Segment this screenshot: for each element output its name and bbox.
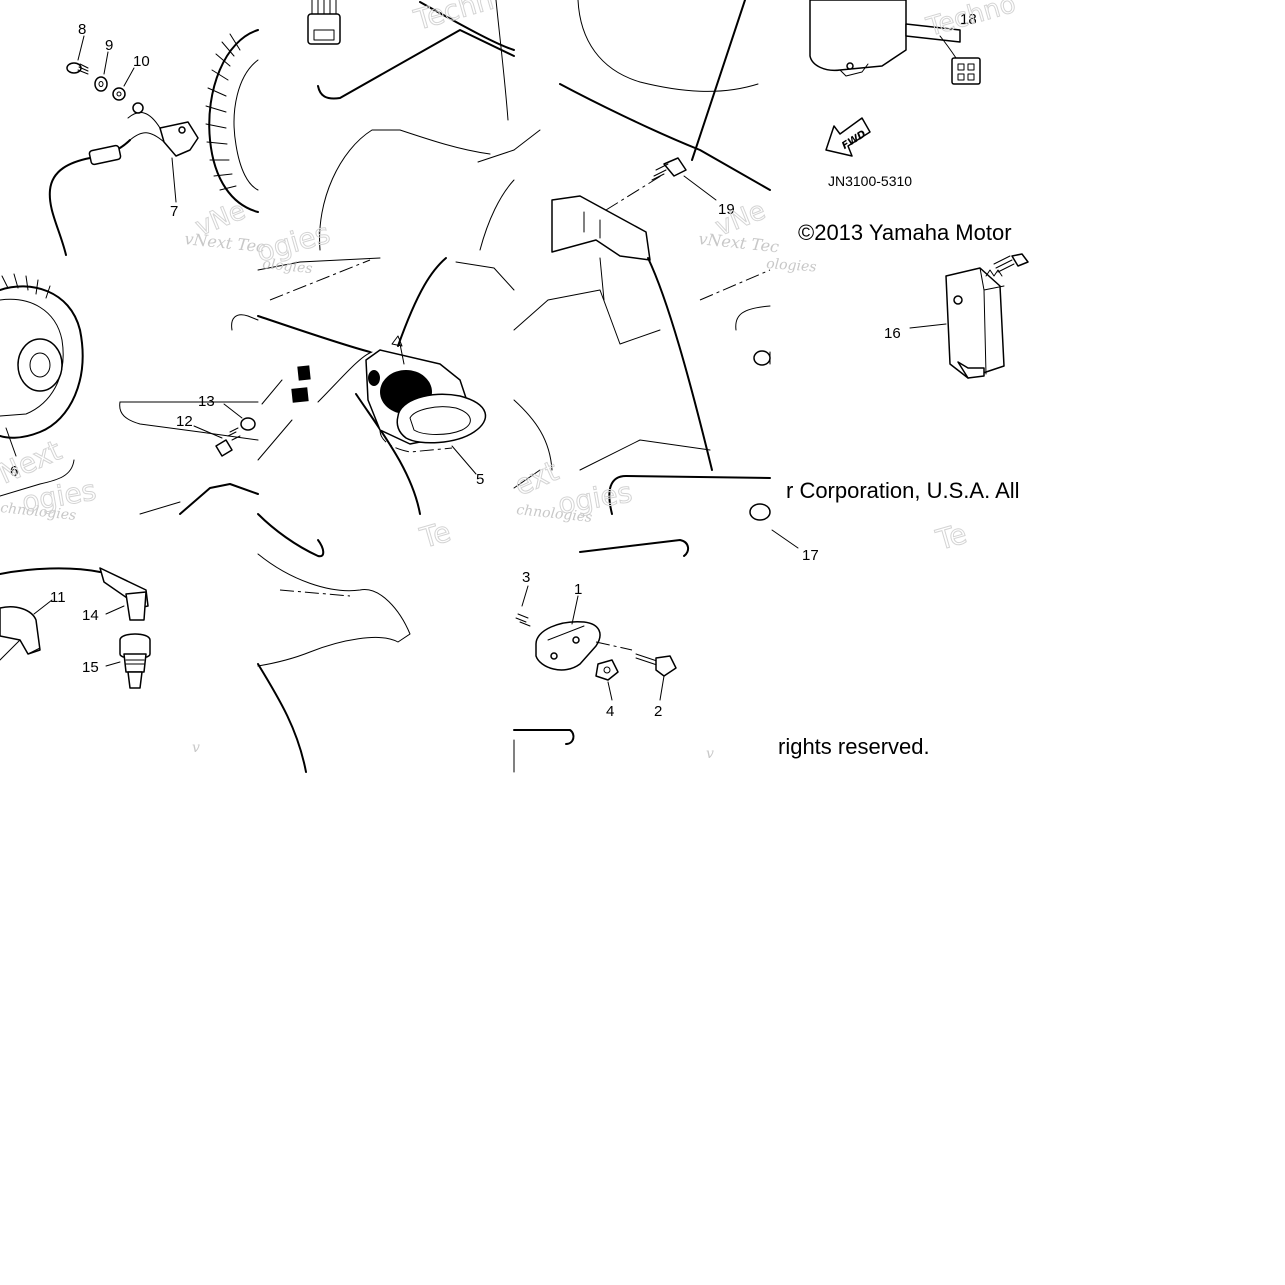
callout-17: 17 xyxy=(802,547,819,564)
grommet-assembly xyxy=(365,335,487,453)
plate-1 xyxy=(535,595,601,671)
tile-r0-c2: 19 vNext Tec vNe xyxy=(513,0,780,261)
watermark-v: v xyxy=(192,740,200,756)
watermark-ext-outline: ext xyxy=(509,454,563,502)
watermark-chnologies-2: chnologies xyxy=(516,502,593,526)
cdi-unit-18 xyxy=(809,0,981,85)
callout-13: 13 xyxy=(198,393,215,410)
tile-r0-c1: Techn xyxy=(307,0,515,251)
bolt-2 xyxy=(595,641,677,701)
diagram-code: JN3100-5310 xyxy=(828,173,912,189)
callout-8: 8 xyxy=(78,21,86,38)
nut-17 xyxy=(749,503,799,549)
watermark-v-2: v xyxy=(706,746,714,762)
tile-r0-c3: 18 Techno FWD JN3100-5310 ©2013 Yamaha M… xyxy=(798,0,1020,245)
callout-15: 15 xyxy=(82,659,99,676)
callout-11: 11 xyxy=(50,589,66,606)
copyright-line-2: r Corporation, U.S.A. All xyxy=(786,478,1020,503)
tile-r1-c0: 13 12 6 chnologies Next ogies xyxy=(0,273,259,524)
watermark-te-outline: Te xyxy=(416,515,454,555)
callout-6: 6 xyxy=(10,463,18,480)
callout-16: 16 xyxy=(884,325,901,342)
callout-19: 19 xyxy=(718,201,735,218)
bolt-3 xyxy=(515,585,531,627)
bolt-19 xyxy=(651,157,717,201)
callout-10: 10 xyxy=(133,53,150,70)
tile-r2-c3: 17 Te rights reserved. xyxy=(749,503,971,759)
nut-right xyxy=(753,350,771,366)
watermark-ologies: ologies xyxy=(262,256,314,277)
callout-9: 9 xyxy=(105,37,113,54)
watermark-ologies-2: ologies xyxy=(766,256,817,275)
tile-r1-c2: ologies ext ogies chnologies xyxy=(509,256,817,526)
tile-r1-c1: 5 ogies ologies xyxy=(252,216,515,515)
rectifier-16 xyxy=(945,267,1005,379)
callout-4: 4 xyxy=(606,703,614,720)
screw-12 xyxy=(193,425,241,457)
watermark-tech-outline: Techn xyxy=(410,0,497,37)
callout-14: 14 xyxy=(82,607,99,624)
nut-13 xyxy=(223,403,256,431)
callout-2: 2 xyxy=(654,703,662,720)
tile-r0-c0: 8 9 10 7 vNext Tec vNe xyxy=(48,21,266,256)
bracket-lower xyxy=(551,195,651,261)
copyright-line-1: ©2013 Yamaha Motor xyxy=(798,220,1012,245)
callout-3: 3 xyxy=(522,569,530,586)
watermark-logies-outline: ogies xyxy=(19,473,98,518)
tile-r2-c0: 11 14 15 v xyxy=(0,567,200,756)
screw-8 xyxy=(66,35,89,75)
watermark-te-outline-2: Te xyxy=(932,517,970,557)
watermark-techno-outline: Techno xyxy=(923,0,1019,43)
connector-pair xyxy=(257,365,311,461)
pickup-coil-7 xyxy=(48,102,199,256)
callout-18: 18 xyxy=(960,11,977,28)
washer-9 xyxy=(94,51,109,92)
connector-top xyxy=(307,0,341,45)
tile-r1-c3: 16 r Corporation, U.S.A. All xyxy=(786,253,1029,503)
flywheel-6 xyxy=(0,273,84,457)
copyright-line-3: rights reserved. xyxy=(778,734,930,759)
fwd-arrow-icon: FWD xyxy=(825,117,871,157)
watermark-chnologies: chnologies xyxy=(0,500,77,524)
ignition-coil-11 xyxy=(0,567,149,661)
callout-1: 1 xyxy=(574,581,582,598)
callout-7: 7 xyxy=(170,203,178,220)
bolt-16-top xyxy=(993,253,1029,273)
callout-5: 5 xyxy=(476,471,484,488)
tile-r2-c2: 3 1 4 2 v xyxy=(513,539,714,773)
washer-10 xyxy=(112,67,135,101)
plug-cap-15 xyxy=(119,633,151,689)
flywheel-rotor xyxy=(205,29,259,213)
nut-4 xyxy=(595,659,619,701)
callout-12: 12 xyxy=(176,413,193,430)
tile-r2-c1: Te xyxy=(257,513,455,773)
